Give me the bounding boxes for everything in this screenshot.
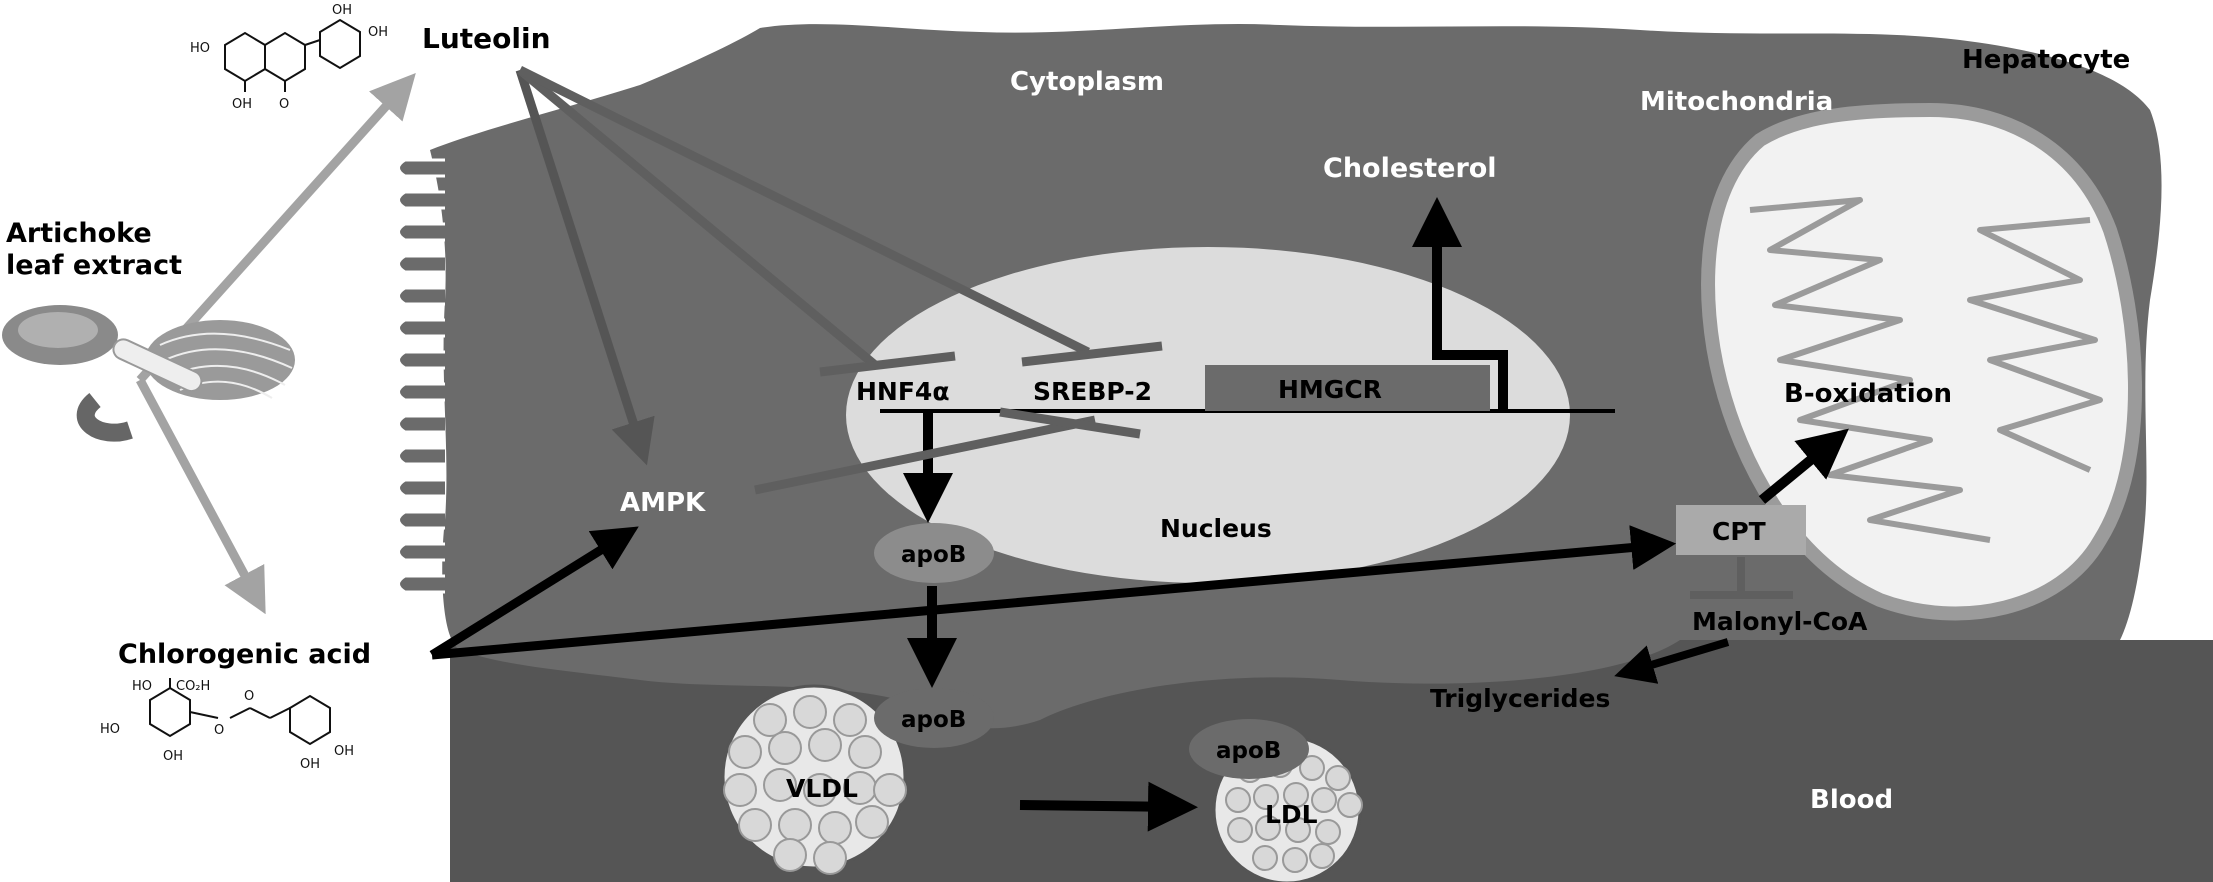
label-vldl: VLDL <box>786 774 858 803</box>
label-b-oxidation: B-oxidation <box>1784 379 1952 409</box>
luteolin-structure-icon <box>224 18 361 92</box>
label-ampk: AMPK <box>620 488 706 518</box>
label-triglycerides: Triglycerides <box>1430 684 1610 713</box>
vldl-to-ldl-arrow <box>1019 781 1198 832</box>
chlorogenic-oh-right1: OH <box>334 744 354 759</box>
label-apob-vldl: apoB <box>901 707 966 733</box>
luteolin-oh-bottom: OH <box>232 97 252 112</box>
chlorogenic-to-ampk-arrow <box>429 526 639 659</box>
label-artichoke-line2: leaf extract <box>6 250 182 281</box>
label-apob-ldl: apoB <box>1216 738 1281 764</box>
mitochondria <box>1701 102 2142 621</box>
luteolin-ho-left: HO <box>190 41 210 56</box>
chlorogenic-oh-right2: OH <box>300 757 320 772</box>
chlorogenic-ho-left: HO <box>100 722 120 737</box>
label-hnf4a: HNF4α <box>856 377 950 406</box>
artichoke-to-chlorogenic-arrow <box>136 377 266 615</box>
label-hmgcr: HMGCR <box>1278 375 1382 404</box>
label-srebp2: SREBP-2 <box>1033 377 1152 406</box>
artichoke-icon <box>2 305 295 442</box>
chlorogenic-oh-bottom: OH <box>163 749 183 764</box>
nucleus <box>846 247 1570 583</box>
apob-vldl-circle <box>874 688 994 748</box>
label-chlorogenic-acid: Chlorogenic acid <box>118 639 371 670</box>
label-blood: Blood <box>1810 785 1893 815</box>
apob-nuclear-circle <box>874 523 994 583</box>
label-cpt: CPT <box>1712 517 1766 546</box>
label-luteolin: Luteolin <box>422 22 551 55</box>
chlorogenic-structure-icon <box>149 678 331 746</box>
label-hepatocyte: Hepatocyte <box>1962 45 2130 75</box>
luteolin-inhibits-srebp2 <box>517 65 1163 367</box>
label-malonyl-coa: Malonyl-CoA <box>1692 607 1868 636</box>
luteolin-oh-top2: OH <box>368 25 388 40</box>
label-ldl: LDL <box>1265 800 1318 829</box>
microvilli <box>397 158 445 594</box>
hmgcr-to-cholesterol-arrow <box>1412 197 1508 411</box>
ampk-inhibits-srebp2 <box>754 407 1141 495</box>
chlorogenic-o-ester: O <box>214 723 224 738</box>
malonyl-inhibits-cpt <box>1690 557 1793 599</box>
label-cytoplasm: Cytoplasm <box>1010 67 1164 97</box>
label-apob-nuclear: apoB <box>901 542 966 568</box>
luteolin-o-bottom: O <box>279 97 289 112</box>
chlorogenic-to-cpt-arrow <box>431 525 1677 660</box>
malonyl-to-triglycerides-arrow <box>1614 638 1730 684</box>
label-artichoke-line1: Artichoke <box>6 218 152 249</box>
apob-ldl-circle <box>1189 719 1309 779</box>
label-nucleus: Nucleus <box>1160 514 1272 543</box>
label-cholesterol: Cholesterol <box>1323 153 1497 184</box>
luteolin-inhibits-hnf4a <box>517 66 956 377</box>
vldl-particle <box>721 684 907 875</box>
luteolin-to-ampk-arrow <box>515 68 655 466</box>
luteolin-oh-top1: OH <box>332 3 352 18</box>
hmgcr-box <box>1205 365 1490 411</box>
chlorogenic-ho-top: HO <box>132 679 152 694</box>
label-mitochondria: Mitochondria <box>1640 87 1833 117</box>
cpt-box <box>1676 505 1806 555</box>
cpt-to-boxidation-arrow <box>1758 428 1849 504</box>
chlorogenic-co2h: CO₂H <box>176 679 210 694</box>
chlorogenic-o-carbonyl: O <box>244 689 254 704</box>
